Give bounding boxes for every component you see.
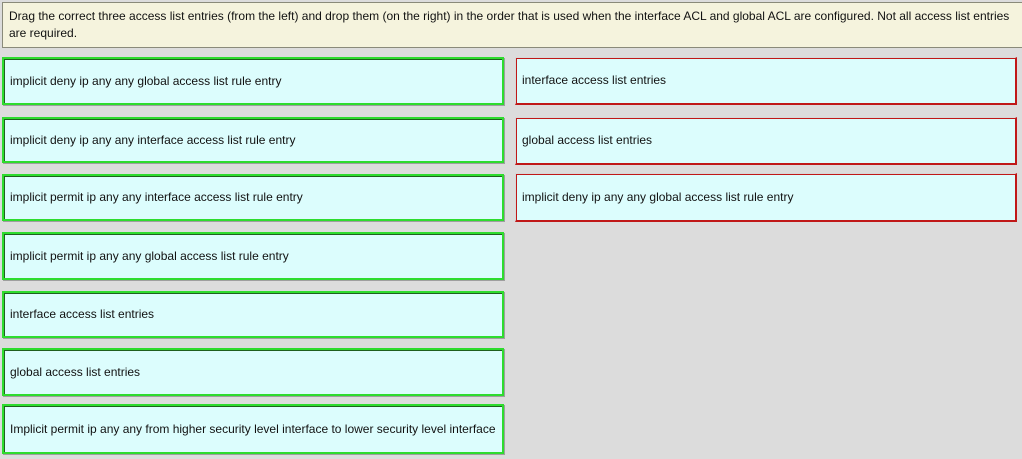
source-item-interface-permit[interactable]: implicit permit ip any any interface acc… <box>2 174 504 221</box>
source-item-interface-entries[interactable]: interface access list entries <box>2 291 504 338</box>
target-slot-3[interactable]: implicit deny ip any any global access l… <box>515 173 1017 222</box>
target-slot-2[interactable]: global access list entries <box>515 117 1017 165</box>
source-item-interface-deny[interactable]: implicit deny ip any any interface acces… <box>2 117 504 163</box>
source-item-global-permit[interactable]: implicit permit ip any any global access… <box>2 232 504 280</box>
source-item-global-deny[interactable]: implicit deny ip any any global access l… <box>2 57 504 105</box>
source-item-security-level-permit[interactable]: Implicit permit ip any any from higher s… <box>2 404 504 454</box>
source-item-global-entries[interactable]: global access list entries <box>2 348 504 396</box>
instructions-panel: Drag the correct three access list entri… <box>2 2 1022 48</box>
target-slot-1[interactable]: interface access list entries <box>515 57 1017 105</box>
